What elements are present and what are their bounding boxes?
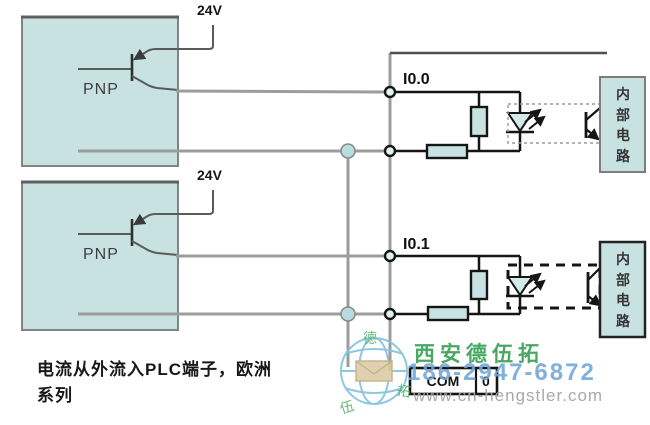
led-diode: [506, 108, 546, 134]
phototransistor-2: [586, 267, 602, 307]
watermark-phone: 186-2947-6872: [407, 359, 596, 386]
pnp-label-2: PNP: [83, 246, 119, 263]
resistor-vertical: [469, 105, 489, 138]
internal-circuit-box-1: [599, 76, 646, 173]
pnp-transistor-2: [78, 190, 214, 256]
input-label-i00: I0.0: [403, 71, 430, 88]
junction-dot: [340, 306, 356, 322]
terminal-rings: [383, 85, 397, 321]
watermark-company: 西安德伍拓: [414, 343, 544, 366]
input-label-i01: I0.1: [403, 236, 430, 253]
junction-dot: [340, 143, 356, 159]
caption-line-1: 电流从外流入PLC端子，欧洲: [37, 360, 272, 379]
watermark-globe-logo: [340, 337, 408, 405]
envelope-icon: [355, 360, 393, 382]
sensor-box-2: [21, 180, 214, 331]
input-channel-0: [395, 90, 601, 160]
terminal-i01: [383, 249, 397, 263]
resistor-vertical: [469, 269, 489, 301]
led-diode: [506, 272, 546, 298]
terminal-i00: [383, 85, 397, 99]
optocoupler-boundary: [507, 103, 601, 144]
caption-line-2: 系列: [37, 386, 73, 405]
com-aux-label: 0: [482, 373, 490, 389]
resistor-horizontal: [426, 305, 470, 322]
supply-label-1: 24V: [197, 2, 222, 18]
com-terminal-block: [408, 366, 499, 396]
internal-circuit-box-2: [598, 240, 647, 339]
com-terminal-label: COM: [426, 373, 460, 389]
sensor-box-1: [21, 15, 214, 167]
terminal-mid-2: [383, 307, 397, 321]
watermark-seal-char-top: 德: [363, 330, 377, 346]
watermark-website: www.cn-hengstler.com: [413, 386, 604, 405]
internal-circuit-label-2: 内部电路: [616, 251, 630, 329]
caption: 电流从外流入PLC端子，欧洲 系列: [37, 357, 272, 409]
pnp-transistor-1: [78, 25, 214, 91]
terminal-mid-1: [383, 144, 397, 158]
input-channel-1: [395, 254, 602, 322]
internal-circuit-label-1: 内部电路: [616, 86, 630, 164]
pnp-label-1: PNP: [83, 81, 119, 98]
phototransistor-1: [584, 107, 601, 141]
resistor-horizontal: [425, 143, 469, 160]
supply-label-2: 24V: [197, 167, 222, 183]
